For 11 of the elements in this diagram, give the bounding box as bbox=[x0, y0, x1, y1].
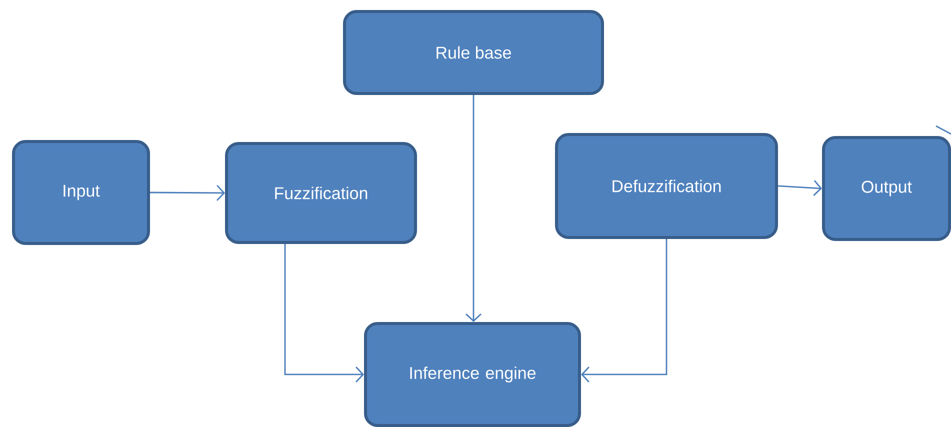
process-box: Inference engine bbox=[364, 322, 581, 427]
arrow bbox=[150, 184, 225, 201]
arrow bbox=[778, 180, 822, 196]
process-box: Input bbox=[12, 140, 150, 245]
process-box: Rule base bbox=[343, 10, 604, 95]
arrow bbox=[581, 239, 668, 382]
process-box: Defuzzification bbox=[555, 132, 778, 239]
process-box: Output bbox=[822, 136, 951, 241]
arrow bbox=[466, 95, 482, 322]
process-box: Fuzzification bbox=[225, 142, 417, 244]
arrow bbox=[284, 244, 364, 382]
